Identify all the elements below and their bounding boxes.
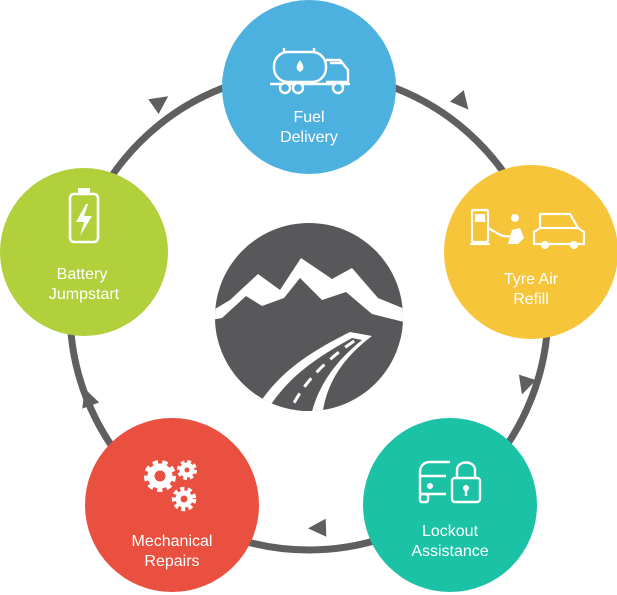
tyre-air-refill-label-line1: Tyre Air <box>504 271 559 288</box>
cycle-arrows <box>82 90 537 537</box>
arrow-icon <box>449 90 469 110</box>
fuel-delivery-label-line1: Fuel <box>293 109 324 126</box>
fuel-delivery-node: Fuel Delivery <box>222 0 396 174</box>
mechanical-repairs-label-line2: Repairs <box>144 553 199 570</box>
tyre-air-refill-label-line2: Refill <box>513 291 549 308</box>
tyre-air-pump-car-icon <box>470 208 586 249</box>
arrow-icon <box>518 374 537 395</box>
battery-jumpstart-node: Battery Jumpstart <box>0 168 168 336</box>
battery-jumpstart-label-line1: Battery <box>57 266 108 283</box>
center-logo <box>215 223 403 411</box>
tyre-air-refill-node: Tyre Air Refill <box>444 165 617 339</box>
mechanical-repairs-node: Mechanical Repairs <box>85 418 259 592</box>
lockout-assistance-label-line1: Lockout <box>422 523 479 540</box>
battery-jumpstart-label-line2: Jumpstart <box>49 286 120 303</box>
fuel-tanker-truck-icon <box>270 48 350 95</box>
mechanical-repairs-label-line1: Mechanical <box>132 533 213 550</box>
arrow-icon <box>82 388 100 409</box>
gears-icon <box>144 460 197 512</box>
lockout-assistance-label-line2: Assistance <box>411 543 488 560</box>
battery-charge-icon <box>68 188 100 244</box>
fuel-delivery-label-line2: Delivery <box>280 129 338 146</box>
car-padlock-icon <box>418 460 482 504</box>
arrow-icon <box>148 96 169 114</box>
lockout-assistance-node: Lockout Assistance <box>363 418 537 592</box>
arrow-icon <box>308 518 327 537</box>
